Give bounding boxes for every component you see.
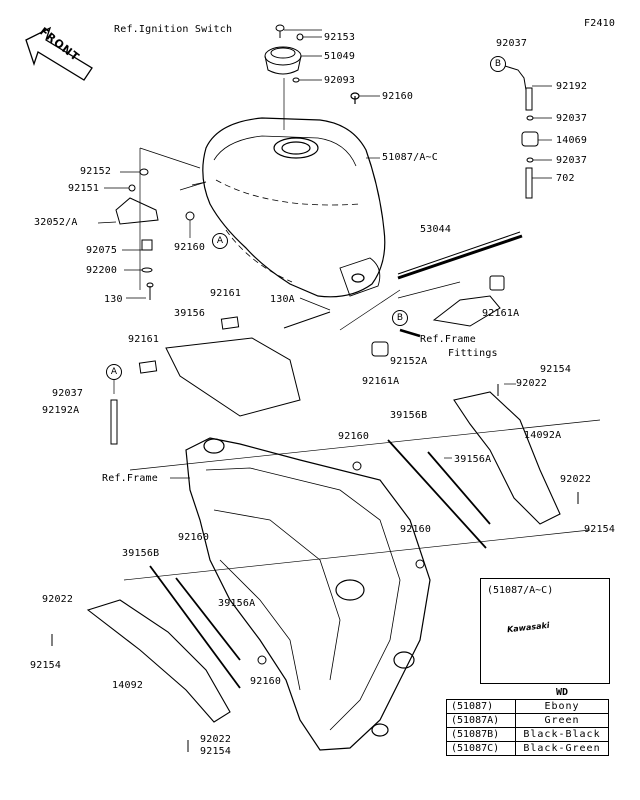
label-92154-bot: 92154 xyxy=(200,746,232,757)
label-92022-r1: 92022 xyxy=(516,378,548,389)
wd-header: WD xyxy=(555,687,569,698)
label-14092: 14092 xyxy=(112,680,144,691)
label-92037-r1: 92037 xyxy=(496,38,528,49)
label-ref-frame: Ref.Frame xyxy=(102,473,158,484)
label-39156: 39156 xyxy=(174,308,206,319)
table-row: (51087)Ebony xyxy=(446,699,609,714)
label-130: 130 xyxy=(104,294,123,305)
label-92160-top: 92160 xyxy=(382,91,414,102)
label-ref-ignition-switch: Ref.Ignition Switch xyxy=(114,24,233,35)
label-92160-left: 92160 xyxy=(174,242,206,253)
label-92022-left: 92022 xyxy=(42,594,74,605)
callout-a-tank: A xyxy=(212,233,228,249)
label-39156b-right: 39156B xyxy=(390,410,428,421)
fuel-cap-assembly xyxy=(264,24,322,130)
label-14069: 14069 xyxy=(556,135,588,146)
label-39156a-left: 39156A xyxy=(218,598,256,609)
table-row: (51087A)Green xyxy=(446,713,609,728)
label-92093: 92093 xyxy=(324,75,356,86)
label-92160-bot: 92160 xyxy=(250,676,282,687)
tank-bracket-parts xyxy=(97,147,331,329)
tank-pads xyxy=(110,316,301,445)
label-92152a: 92152A xyxy=(390,356,428,367)
front-arrow-icon xyxy=(25,26,93,81)
callout-a-hose: A xyxy=(106,364,122,380)
inset-logo: Kawasaki xyxy=(506,620,550,635)
label-92154-r1: 92154 xyxy=(540,364,572,375)
frame xyxy=(170,437,431,751)
tank-seal-parts xyxy=(339,231,523,357)
label-92192: 92192 xyxy=(556,81,588,92)
label-92151: 92151 xyxy=(68,183,100,194)
label-ref-frame-fittings-1: Ref.Frame xyxy=(420,334,476,345)
label-92075: 92075 xyxy=(86,245,118,256)
label-130a: 130A xyxy=(270,294,295,305)
label-ref-frame-fittings-2: Fittings xyxy=(448,348,498,359)
label-92037-r2: 92037 xyxy=(556,113,588,124)
figure-code: F2410 xyxy=(584,18,616,29)
label-92022-bot: 92022 xyxy=(200,734,232,745)
label-92161a-left: 92161A xyxy=(362,376,400,387)
label-51049: 51049 xyxy=(324,51,356,62)
table-row: (51087C)Black-Green xyxy=(446,741,609,756)
inset-title: (51087/A~C) xyxy=(487,585,554,596)
wd-color-table: WD (51087)Ebony (51087A)Green (51087B)Bl… xyxy=(446,686,609,756)
label-92160-mid2: 92160 xyxy=(400,524,432,535)
label-92200: 92200 xyxy=(86,265,118,276)
color-variant-inset: (51087/A~C) Kawasaki xyxy=(480,578,610,684)
table-row: (51087B)Black-Black xyxy=(446,727,609,742)
label-92192a: 92192A xyxy=(42,405,80,416)
label-92154-left: 92154 xyxy=(30,660,62,671)
label-92160-mid: 92160 xyxy=(338,431,370,442)
label-39156a-right: 39156A xyxy=(454,454,492,465)
label-92161a-right: 92161A xyxy=(482,308,520,319)
label-92152: 92152 xyxy=(80,166,112,177)
callout-b-tank: B xyxy=(392,310,408,326)
label-39156b-left: 39156B xyxy=(122,548,160,559)
label-92154-r2: 92154 xyxy=(584,524,616,535)
label-92161-b: 92161 xyxy=(128,334,160,345)
label-92022-r2: 92022 xyxy=(560,474,592,485)
label-92160-low: 92160 xyxy=(178,532,210,543)
breather-hose-parts xyxy=(504,65,552,199)
label-53044: 53044 xyxy=(420,224,452,235)
label-92037-left: 92037 xyxy=(52,388,84,399)
label-92161-a: 92161 xyxy=(210,288,242,299)
fuel-tank xyxy=(191,92,386,298)
callout-b-hose: B xyxy=(490,56,506,72)
label-32052a: 32052/A xyxy=(34,217,78,228)
label-51087: 51087/A~C xyxy=(382,152,438,163)
label-92037-r3: 92037 xyxy=(556,155,588,166)
side-covers xyxy=(51,383,601,752)
label-702: 702 xyxy=(556,173,575,184)
label-14092a: 14092A xyxy=(524,430,562,441)
label-92153: 92153 xyxy=(324,32,356,43)
